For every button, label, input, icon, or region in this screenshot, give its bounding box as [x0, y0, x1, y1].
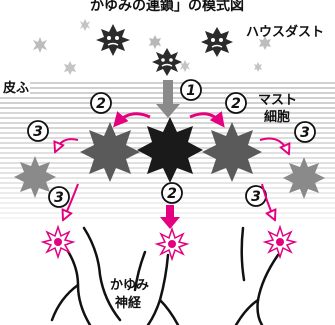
step2-badge-left: 2	[90, 92, 112, 114]
dust-particle-icon	[80, 19, 90, 31]
step3-number: 3	[54, 190, 64, 206]
step3-number: 3	[300, 125, 310, 141]
starburst-icon	[40, 224, 76, 260]
itch-nerve-label-line2: 神経	[115, 295, 142, 311]
step1-badge: 1	[180, 79, 202, 101]
mast-cell-center	[137, 117, 203, 183]
dust-mite-icon	[152, 48, 182, 76]
step2-number: 2	[167, 186, 177, 202]
step2-number: 2	[96, 96, 106, 112]
dust-particle-icon	[259, 36, 271, 50]
itch-nerve-center	[133, 250, 180, 325]
dust-mite-icon	[96, 24, 130, 56]
diagram-title: かゆみの連鎖」の模式図	[90, 0, 244, 14]
step1-number: 1	[186, 83, 196, 99]
mast-cell-label-line1: マスト	[258, 93, 297, 108]
step3-arrow-top-right	[259, 137, 288, 153]
step2-arrow-down	[160, 205, 180, 229]
step2-arrow-left	[113, 111, 151, 128]
mast-cell-right	[202, 122, 262, 182]
step3-badge-top-right: 3	[294, 121, 316, 143]
step1-arrow	[156, 80, 180, 118]
step2-arrow-right	[189, 111, 225, 128]
dust-particle-icon	[33, 37, 47, 53]
dust-mite-icon	[201, 27, 233, 57]
mast-cell-label-line2: 細胞	[264, 109, 290, 125]
starburst-icon	[262, 224, 298, 260]
step3-arrow-bottom-left	[64, 183, 79, 218]
skin-label-bg	[0, 79, 30, 95]
house-dust-particles	[33, 19, 271, 76]
itch-nerve-label-line1: かゆみ	[110, 278, 149, 293]
step2-badge-center: 2	[161, 182, 183, 204]
dust-particle-icon	[149, 35, 161, 49]
itch-nerve-left	[50, 226, 122, 325]
skin-label: 皮ふ	[2, 80, 29, 96]
step3-arrow-top-left	[56, 138, 79, 150]
step3-arrow-bottom-right	[261, 183, 274, 218]
step3-badge-bottom-left: 3	[48, 186, 70, 208]
mast-cell-far-left	[14, 156, 56, 198]
step2-badge-right: 2	[225, 92, 247, 114]
mast-cell-far-right	[283, 157, 325, 199]
step3-number: 3	[33, 124, 43, 140]
dust-particle-icon	[180, 60, 190, 72]
dust-particle-icon	[254, 62, 262, 72]
step3-badge-top-left: 3	[27, 120, 49, 142]
itch-nerve-right	[234, 226, 280, 325]
step3-number: 3	[251, 189, 261, 205]
house-dust-label: ハウスダスト	[246, 24, 324, 40]
starburst-icon	[154, 226, 190, 262]
dust-particle-icon	[64, 61, 76, 75]
step2-number: 2	[231, 96, 241, 112]
mast-cell-left	[80, 122, 140, 182]
